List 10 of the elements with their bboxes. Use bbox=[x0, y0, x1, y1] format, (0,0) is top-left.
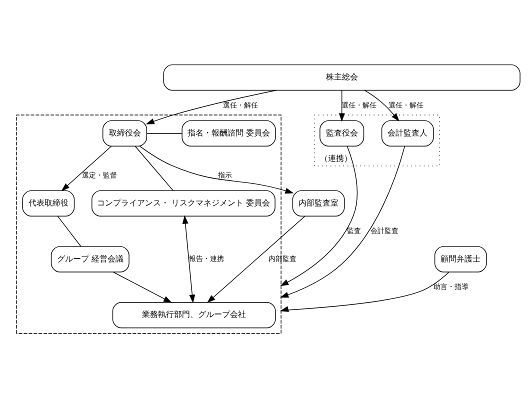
edge-label: 指示 bbox=[218, 170, 232, 179]
edge-label: 選定・監督 bbox=[82, 170, 118, 179]
edge-label: 監査 bbox=[346, 226, 361, 235]
edge-label: 報告・連携 bbox=[188, 254, 224, 263]
edge-label: 選任・解任 bbox=[342, 100, 377, 109]
edge-label: 選任・解任 bbox=[222, 100, 258, 109]
edge-label: 助言・指導 bbox=[434, 281, 469, 290]
edge-label: 会計監査 bbox=[370, 226, 398, 235]
edge-label: 内部監査 bbox=[268, 254, 296, 263]
edge-label: 選任・解任 bbox=[388, 100, 424, 109]
